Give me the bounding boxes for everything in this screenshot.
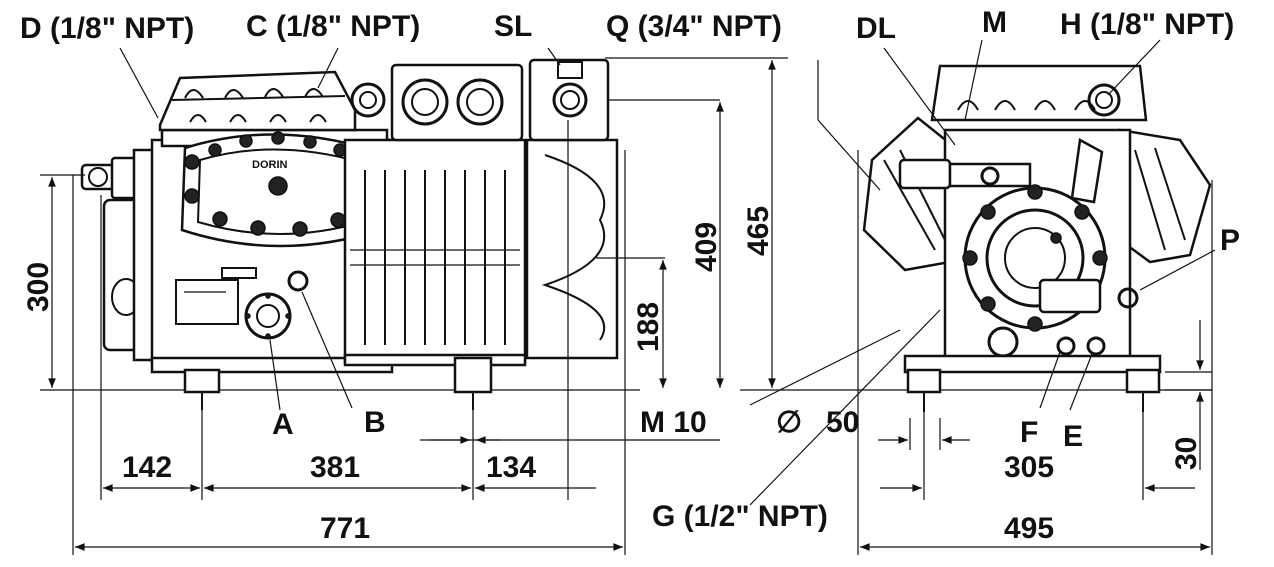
dim-381: 381 bbox=[310, 451, 360, 484]
port-b bbox=[287, 270, 309, 292]
front-view bbox=[740, 39, 1216, 555]
label-q: Q (3/4" NPT) bbox=[606, 10, 782, 43]
dim-465: 465 bbox=[742, 206, 775, 256]
label-m: M bbox=[982, 6, 1007, 39]
label-dl: DL bbox=[856, 12, 896, 45]
dim-lines-front bbox=[859, 320, 1210, 551]
terminal-box bbox=[525, 58, 619, 360]
label-a: A bbox=[272, 408, 294, 441]
dim-771: 771 bbox=[320, 512, 370, 545]
diameter-symbol: ∅ bbox=[776, 406, 802, 439]
dim-142: 142 bbox=[122, 451, 172, 484]
port-a bbox=[244, 292, 292, 340]
dim-188: 188 bbox=[632, 302, 665, 352]
extension-lines-front bbox=[857, 150, 1213, 555]
callout-labels: D (1/8" NPT) C (1/8" NPT) SL Q (3/4" NPT… bbox=[20, 6, 1240, 533]
cover-brand: DORIN bbox=[252, 159, 288, 171]
dim-495: 495 bbox=[1004, 512, 1054, 545]
label-f: F bbox=[1020, 416, 1038, 449]
extension-lines-side bbox=[40, 120, 626, 555]
dim-409: 409 bbox=[690, 222, 723, 272]
motor-housing bbox=[343, 63, 527, 410]
dim-134: 134 bbox=[486, 451, 536, 484]
label-sl: SL bbox=[494, 10, 532, 43]
nameplate bbox=[175, 279, 239, 325]
right-bank bbox=[1118, 128, 1212, 264]
leaders-front bbox=[749, 39, 1216, 506]
label-h: H (1/8" NPT) bbox=[1060, 8, 1234, 41]
label-m10: M 10 bbox=[640, 406, 707, 439]
fitting-left bbox=[80, 148, 158, 362]
dim-300: 300 bbox=[22, 262, 55, 312]
label-p: P bbox=[1220, 224, 1240, 257]
label-c: C (1/8" NPT) bbox=[246, 10, 420, 43]
label-d: D (1/8" NPT) bbox=[20, 12, 194, 45]
label-g: G (1/2" NPT) bbox=[652, 500, 828, 533]
dim-lines-side bbox=[48, 59, 776, 551]
cylinder-head bbox=[158, 70, 386, 132]
diameter-value: 50 bbox=[826, 406, 859, 439]
label-e: E bbox=[1063, 420, 1083, 453]
side-view: DORIN bbox=[40, 47, 788, 555]
pump-face bbox=[962, 184, 1139, 332]
dimension-values: 142 381 134 771 305 495 300 188 409 465 … bbox=[22, 206, 1203, 545]
dim-305: 305 bbox=[1004, 451, 1054, 484]
label-b: B bbox=[364, 406, 386, 439]
dim-30: 30 bbox=[1170, 437, 1203, 470]
